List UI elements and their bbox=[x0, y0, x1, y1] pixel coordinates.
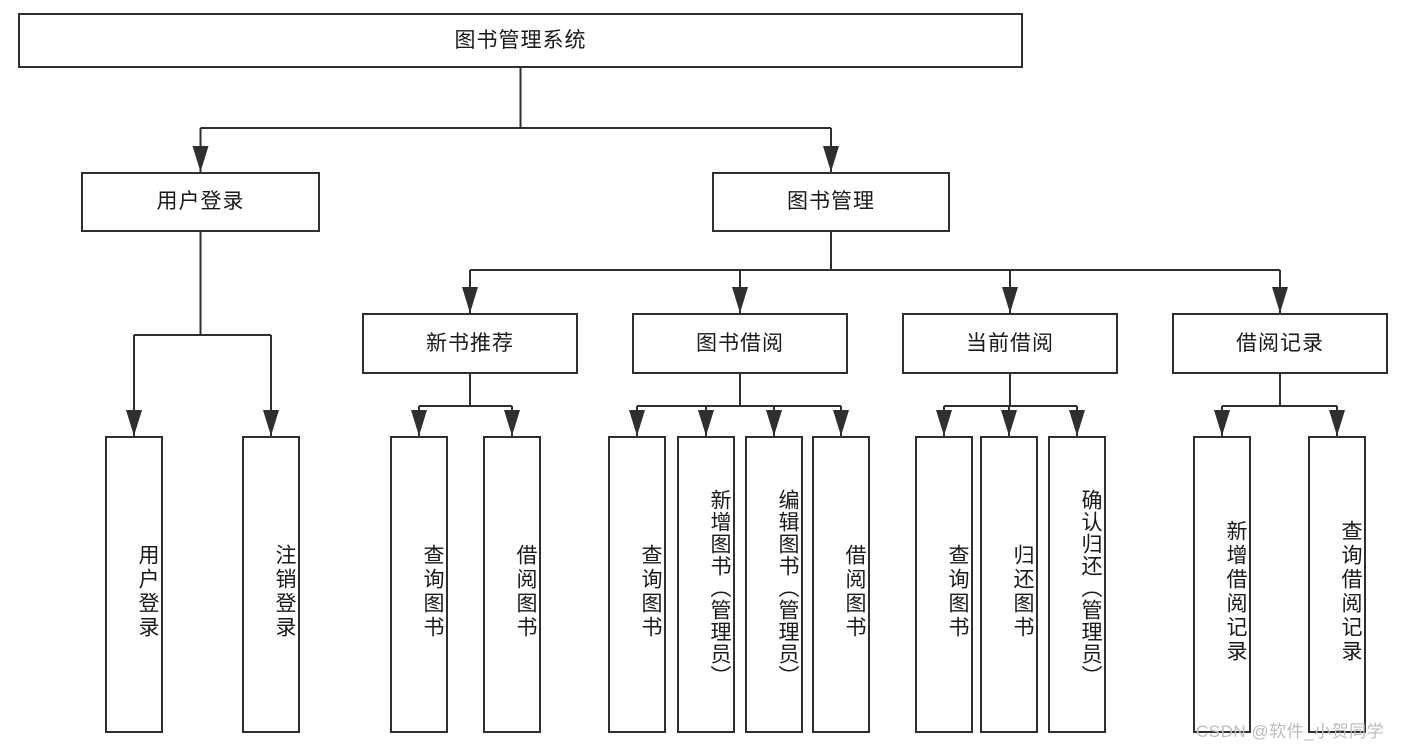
node-current-borrow[interactable]: 当前借阅 bbox=[902, 313, 1118, 374]
node-label: 查询借阅记录 bbox=[1339, 519, 1362, 664]
node-label: 借阅图书 bbox=[843, 543, 866, 640]
node-leaf-book-add[interactable]: 新增图书（管理员） bbox=[677, 436, 735, 733]
node-label: 借阅图书 bbox=[514, 543, 537, 640]
node-label: 图书借阅 bbox=[696, 331, 784, 355]
node-borrow-record[interactable]: 借阅记录 bbox=[1172, 313, 1388, 374]
node-leaf-rec-query[interactable]: 查询图书 bbox=[390, 436, 448, 733]
node-root[interactable]: 图书管理系统 bbox=[18, 13, 1023, 68]
node-label: 注销登录 bbox=[273, 543, 296, 640]
node-label: 查询图书 bbox=[421, 543, 444, 640]
node-label: 新增图书（管理员） bbox=[708, 488, 731, 687]
node-leaf-book-borrow[interactable]: 借阅图书 bbox=[812, 436, 870, 733]
node-leaf-cur-confirm[interactable]: 确认归还（管理员） bbox=[1048, 436, 1106, 733]
node-leaf-rec-borrow[interactable]: 借阅图书 bbox=[483, 436, 541, 733]
node-leaf-cur-return[interactable]: 归还图书 bbox=[980, 436, 1038, 733]
node-book-manage[interactable]: 图书管理 bbox=[712, 172, 950, 232]
node-label: 归还图书 bbox=[1011, 543, 1034, 640]
node-leaf-book-edit[interactable]: 编辑图书（管理员） bbox=[745, 436, 803, 733]
node-leaf-borrow-query[interactable]: 查询图书 bbox=[608, 436, 666, 733]
node-book-borrow[interactable]: 图书借阅 bbox=[632, 313, 848, 374]
node-label: 查询图书 bbox=[946, 543, 969, 640]
node-label: 图书管理 bbox=[787, 190, 875, 214]
node-label: 借阅记录 bbox=[1236, 331, 1324, 355]
node-label: 当前借阅 bbox=[966, 331, 1054, 355]
node-label: 新书推荐 bbox=[426, 331, 514, 355]
node-label: 图书管理系统 bbox=[454, 28, 587, 52]
node-label: 用户登录 bbox=[136, 543, 159, 640]
node-user-login[interactable]: 用户登录 bbox=[81, 172, 320, 232]
node-leaf-user-logout[interactable]: 注销登录 bbox=[242, 436, 300, 733]
node-label: 查询图书 bbox=[639, 543, 662, 640]
node-leaf-cur-query[interactable]: 查询图书 bbox=[915, 436, 973, 733]
node-new-book-rec[interactable]: 新书推荐 bbox=[362, 313, 578, 374]
node-label: 确认归还（管理员） bbox=[1079, 488, 1102, 687]
node-label: 用户登录 bbox=[156, 190, 245, 214]
watermark-label: CSDN @软件_小贺同学 bbox=[1196, 722, 1385, 741]
node-label: 新增借阅记录 bbox=[1224, 519, 1247, 664]
node-leaf-rec-add[interactable]: 新增借阅记录 bbox=[1193, 436, 1251, 733]
node-leaf-rec-search[interactable]: 查询借阅记录 bbox=[1308, 436, 1366, 733]
node-leaf-user-login[interactable]: 用户登录 bbox=[105, 436, 163, 733]
node-label: 编辑图书（管理员） bbox=[776, 488, 799, 687]
